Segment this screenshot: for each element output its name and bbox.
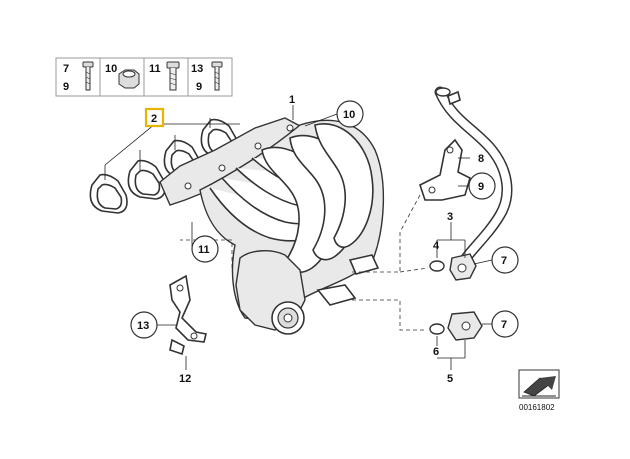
callout-11: 11 [198,244,210,256]
callout-7b: 7 [501,319,507,331]
intake-manifold [159,117,385,335]
mounting-bracket [169,274,207,356]
callout-7-circle-lower: 7 [491,310,519,338]
dashed-leader [180,239,233,268]
leader-line [104,118,211,180]
callout-10-circle: 10 [336,100,364,128]
bolt-icon [166,61,180,91]
leader-line [304,113,338,127]
gasket-set [89,118,239,214]
bolt-icon [82,61,94,91]
leader-line [473,259,493,265]
callout-9-circle: 9 [468,172,496,200]
callout-12: 12 [179,373,191,385]
callout-8: 8 [478,153,484,165]
bracket [419,138,471,201]
callout-2-highlighted: 2 [144,107,165,128]
legend-label-9b: 9 [196,81,202,93]
callout-9: 9 [478,181,484,193]
callout-7-circle-upper: 7 [491,246,519,274]
callout-7a: 7 [501,255,507,267]
legend-label-11: 11 [149,63,161,75]
small-parts-legend: 7 9 10 11 13 9 [55,57,233,97]
callout-2: 2 [151,113,157,125]
dashed-leader [352,194,421,273]
catalog-number: 00161802 [519,403,555,412]
legend-label-7: 7 [63,63,69,75]
legend-label-13: 13 [191,63,203,75]
callout-13-circle: 13 [130,311,158,339]
callout-4: 4 [433,240,440,252]
legend-label-9: 9 [63,81,69,93]
nut-icon [118,69,140,89]
vent-tube [434,86,513,264]
catalog-arrow-icon [518,369,560,399]
callout-6: 6 [433,346,439,358]
sensor-upper [429,253,477,281]
dashed-leader [352,299,425,331]
sensor-lower [429,311,483,341]
dashed-leader [399,267,429,273]
callout-3: 3 [447,211,453,223]
bolt-icon [211,61,223,91]
leader-line [437,340,466,370]
callout-13: 13 [137,320,149,332]
leader-line [436,222,466,258]
legend-label-10: 10 [105,63,117,75]
callout-11-circle: 11 [191,235,219,263]
callout-5: 5 [447,373,453,385]
callout-10: 10 [343,109,355,121]
callout-1: 1 [289,94,295,106]
